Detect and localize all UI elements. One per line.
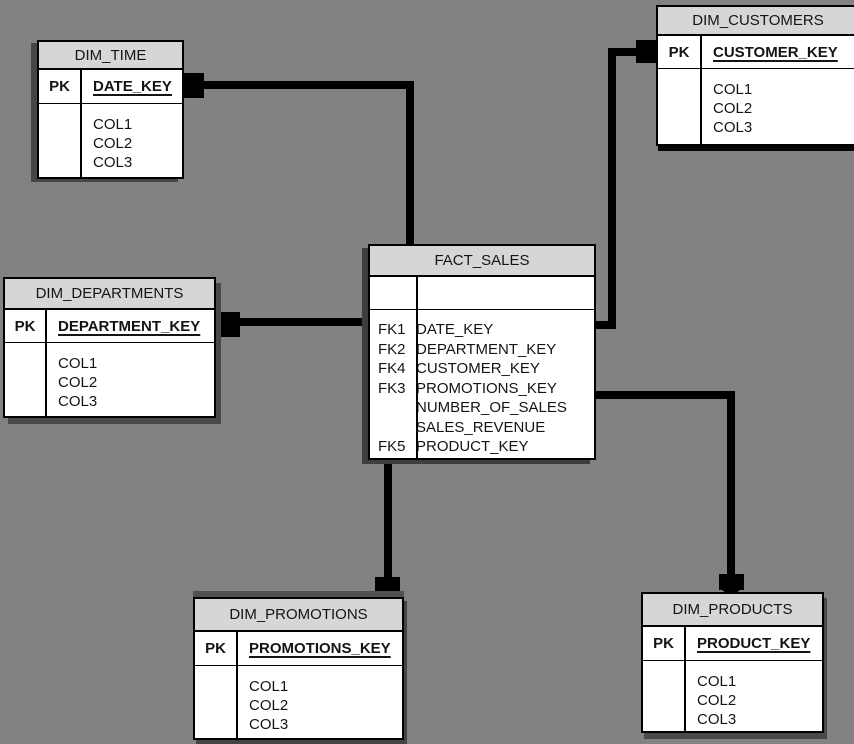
relationship-fact-promotions-arrowhead-icon[interactable] <box>375 577 400 592</box>
relationship-fact-customers-segment[interactable] <box>608 48 616 329</box>
column-divider <box>45 310 47 416</box>
relationship-fact-customers-segment[interactable] <box>608 48 656 56</box>
pk-column-spacer <box>658 69 700 144</box>
fact-row: FK3 PROMOTIONS_KEY <box>370 379 594 399</box>
fk-field: DATE_KEY <box>416 321 494 338</box>
pk-field: CUSTOMER_KEY <box>713 43 838 61</box>
fk-field: SALES_REVENUE <box>416 418 546 436</box>
relationship-fact-promotions-arrowtip-icon <box>378 592 396 599</box>
pk-label: PK <box>668 43 690 61</box>
column-divider <box>236 632 238 738</box>
fk-field: PRODUCT_KEY <box>416 438 529 455</box>
fact-row: NUMBER_OF_SALES <box>370 398 594 418</box>
pk-label: PK <box>49 78 70 95</box>
table-fact-sales[interactable]: FACT_SALES FK1 DATE_KEY FK2 DEPARTMENT_K… <box>368 244 596 460</box>
table-title: DIM_DEPARTMENTS <box>5 279 214 310</box>
column-item: COL1 <box>249 678 289 695</box>
relationship-fact-customers-arrowhead-icon[interactable] <box>636 40 656 63</box>
relationship-fact-products-segment[interactable] <box>727 391 735 577</box>
fact-row: FK4 CUSTOMER_KEY <box>370 359 594 379</box>
pk-field: PRODUCT_KEY <box>697 635 811 652</box>
fk-label: FK4 <box>378 360 406 377</box>
column-item: COL3 <box>697 711 737 728</box>
column-item: COL2 <box>713 100 753 117</box>
relationship-fact-departments-segment[interactable] <box>230 318 368 326</box>
column-item: COL2 <box>93 135 133 152</box>
column-item: COL2 <box>697 692 737 709</box>
column-divider <box>80 70 82 177</box>
fk-label <box>370 398 416 418</box>
pk-column-spacer <box>5 343 45 416</box>
column-item: COL1 <box>93 116 133 133</box>
fk-field: DEPARTMENT_KEY <box>416 340 557 358</box>
relationship-fact-promotions-segment[interactable] <box>384 456 392 578</box>
pk-column-spacer <box>643 661 684 731</box>
relationship-fact-departments-arrowhead-icon[interactable] <box>216 312 240 337</box>
table-dim-products[interactable]: DIM_PRODUCTS PK PRODUCT_KEY COL1 COL2 CO… <box>641 592 824 733</box>
column-item: COL3 <box>93 154 133 171</box>
column-item: COL1 <box>697 673 737 690</box>
table-title: FACT_SALES <box>370 246 594 277</box>
pk-row-empty <box>370 277 594 310</box>
relationship-fact-customers-segment[interactable] <box>594 321 616 329</box>
table-dim-promotions[interactable]: DIM_PROMOTIONS PK PROMOTIONS_KEY COL1 CO… <box>193 597 404 740</box>
column-item: COL3 <box>249 716 289 733</box>
column-item: COL1 <box>58 355 98 372</box>
column-divider <box>700 36 702 144</box>
relationship-fact-time-segment[interactable] <box>406 81 414 244</box>
column-item: COL3 <box>713 119 753 136</box>
pk-field: PROMOTIONS_KEY <box>249 640 391 657</box>
column-item: COL3 <box>58 393 98 410</box>
fact-columns: FK1 DATE_KEY FK2 DEPARTMENT_KEY FK4 CUST… <box>370 310 594 457</box>
fact-row: FK1 DATE_KEY <box>370 320 594 340</box>
fk-label: FK2 <box>378 340 406 358</box>
pk-label: PK <box>14 317 36 335</box>
column-item: COL2 <box>58 374 98 391</box>
fk-label <box>370 418 416 438</box>
fk-label: FK3 <box>378 379 406 397</box>
table-title: DIM_PRODUCTS <box>643 594 822 627</box>
table-dim-departments[interactable]: DIM_DEPARTMENTS PK DEPARTMENT_KEY COL1 C… <box>3 277 216 418</box>
fk-field: PROMOTIONS_KEY <box>416 379 557 397</box>
column-item: COL2 <box>249 697 289 714</box>
pk-column-spacer <box>195 666 236 738</box>
fk-field: CUSTOMER_KEY <box>416 360 540 377</box>
relationship-fact-products-arrowhead-icon[interactable] <box>719 574 744 590</box>
fact-row: SALES_REVENUE <box>370 418 594 438</box>
column-item: COL1 <box>713 81 753 98</box>
table-dim-time[interactable]: DIM_TIME PK DATE_KEY COL1 COL2 COL3 <box>37 40 184 179</box>
column-divider <box>684 627 686 731</box>
table-title: DIM_PROMOTIONS <box>195 599 402 632</box>
pk-label: PK <box>653 635 674 652</box>
column-divider <box>416 277 418 458</box>
relationship-fact-time-arrowhead-icon[interactable] <box>184 73 204 98</box>
fk-label: FK1 <box>378 321 406 338</box>
table-title: DIM_CUSTOMERS <box>658 7 854 36</box>
table-dim-customers[interactable]: DIM_CUSTOMERS PK CUSTOMER_KEY COL1 COL2 … <box>656 5 854 146</box>
relationship-fact-time-segment[interactable] <box>197 81 411 89</box>
relationship-fact-products-segment[interactable] <box>594 391 735 399</box>
pk-label: PK <box>205 640 226 657</box>
fk-field: NUMBER_OF_SALES <box>416 399 567 416</box>
fk-label: FK5 <box>378 438 406 455</box>
fact-row: FK2 DEPARTMENT_KEY <box>370 340 594 360</box>
table-title: DIM_TIME <box>39 42 182 70</box>
pk-field: DEPARTMENT_KEY <box>58 317 201 335</box>
pk-field: DATE_KEY <box>93 78 172 95</box>
fact-row: FK5 PRODUCT_KEY <box>370 437 594 457</box>
pk-column-spacer <box>39 104 80 177</box>
